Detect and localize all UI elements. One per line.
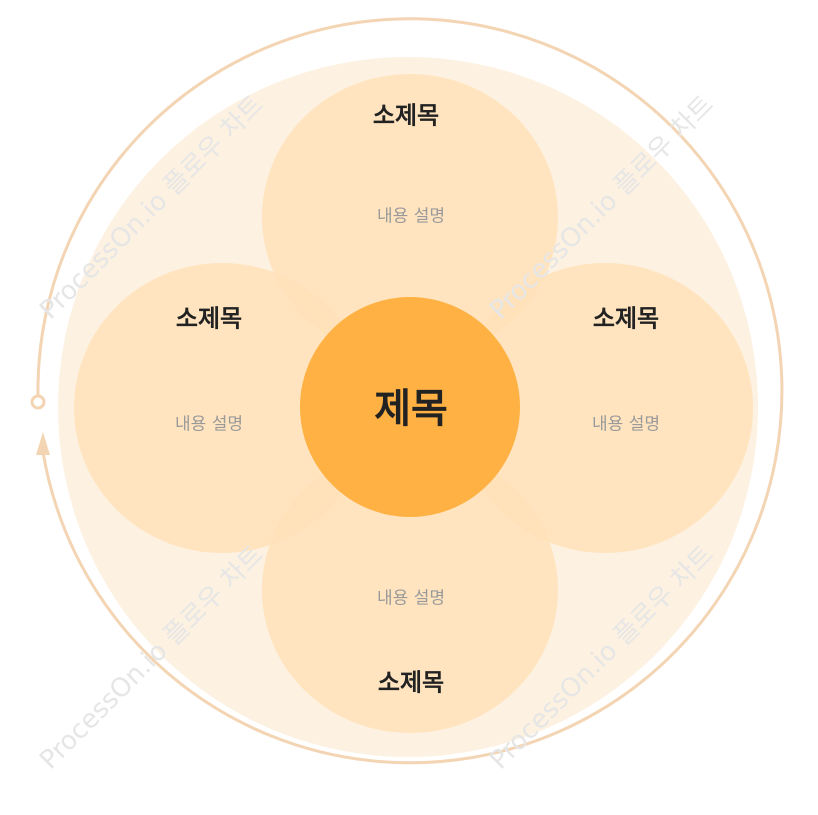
petal-group — [74, 74, 753, 733]
petal-right-title: 소제목 — [592, 304, 660, 333]
petal-right-description: 내용 설명 — [592, 414, 660, 435]
petal-left — [74, 263, 370, 553]
petal-left-description: 내용 설명 — [175, 414, 243, 435]
petal-right — [457, 263, 753, 553]
outer-ring — [36, 17, 784, 765]
main-title: 제목 — [374, 386, 448, 432]
petal-top — [262, 74, 558, 360]
center-circle — [300, 297, 520, 517]
petal-bottom-description: 내용 설명 — [377, 588, 445, 609]
petal-top-title: 소제목 — [372, 101, 440, 130]
ring-start-dot — [30, 394, 46, 410]
petal-top-description: 내용 설명 — [377, 206, 445, 227]
petal-bottom-title: 소제목 — [377, 668, 445, 697]
ring-arrow-icon — [36, 432, 50, 455]
petal-bottom — [262, 447, 558, 733]
petal-left-title: 소제목 — [175, 304, 243, 333]
